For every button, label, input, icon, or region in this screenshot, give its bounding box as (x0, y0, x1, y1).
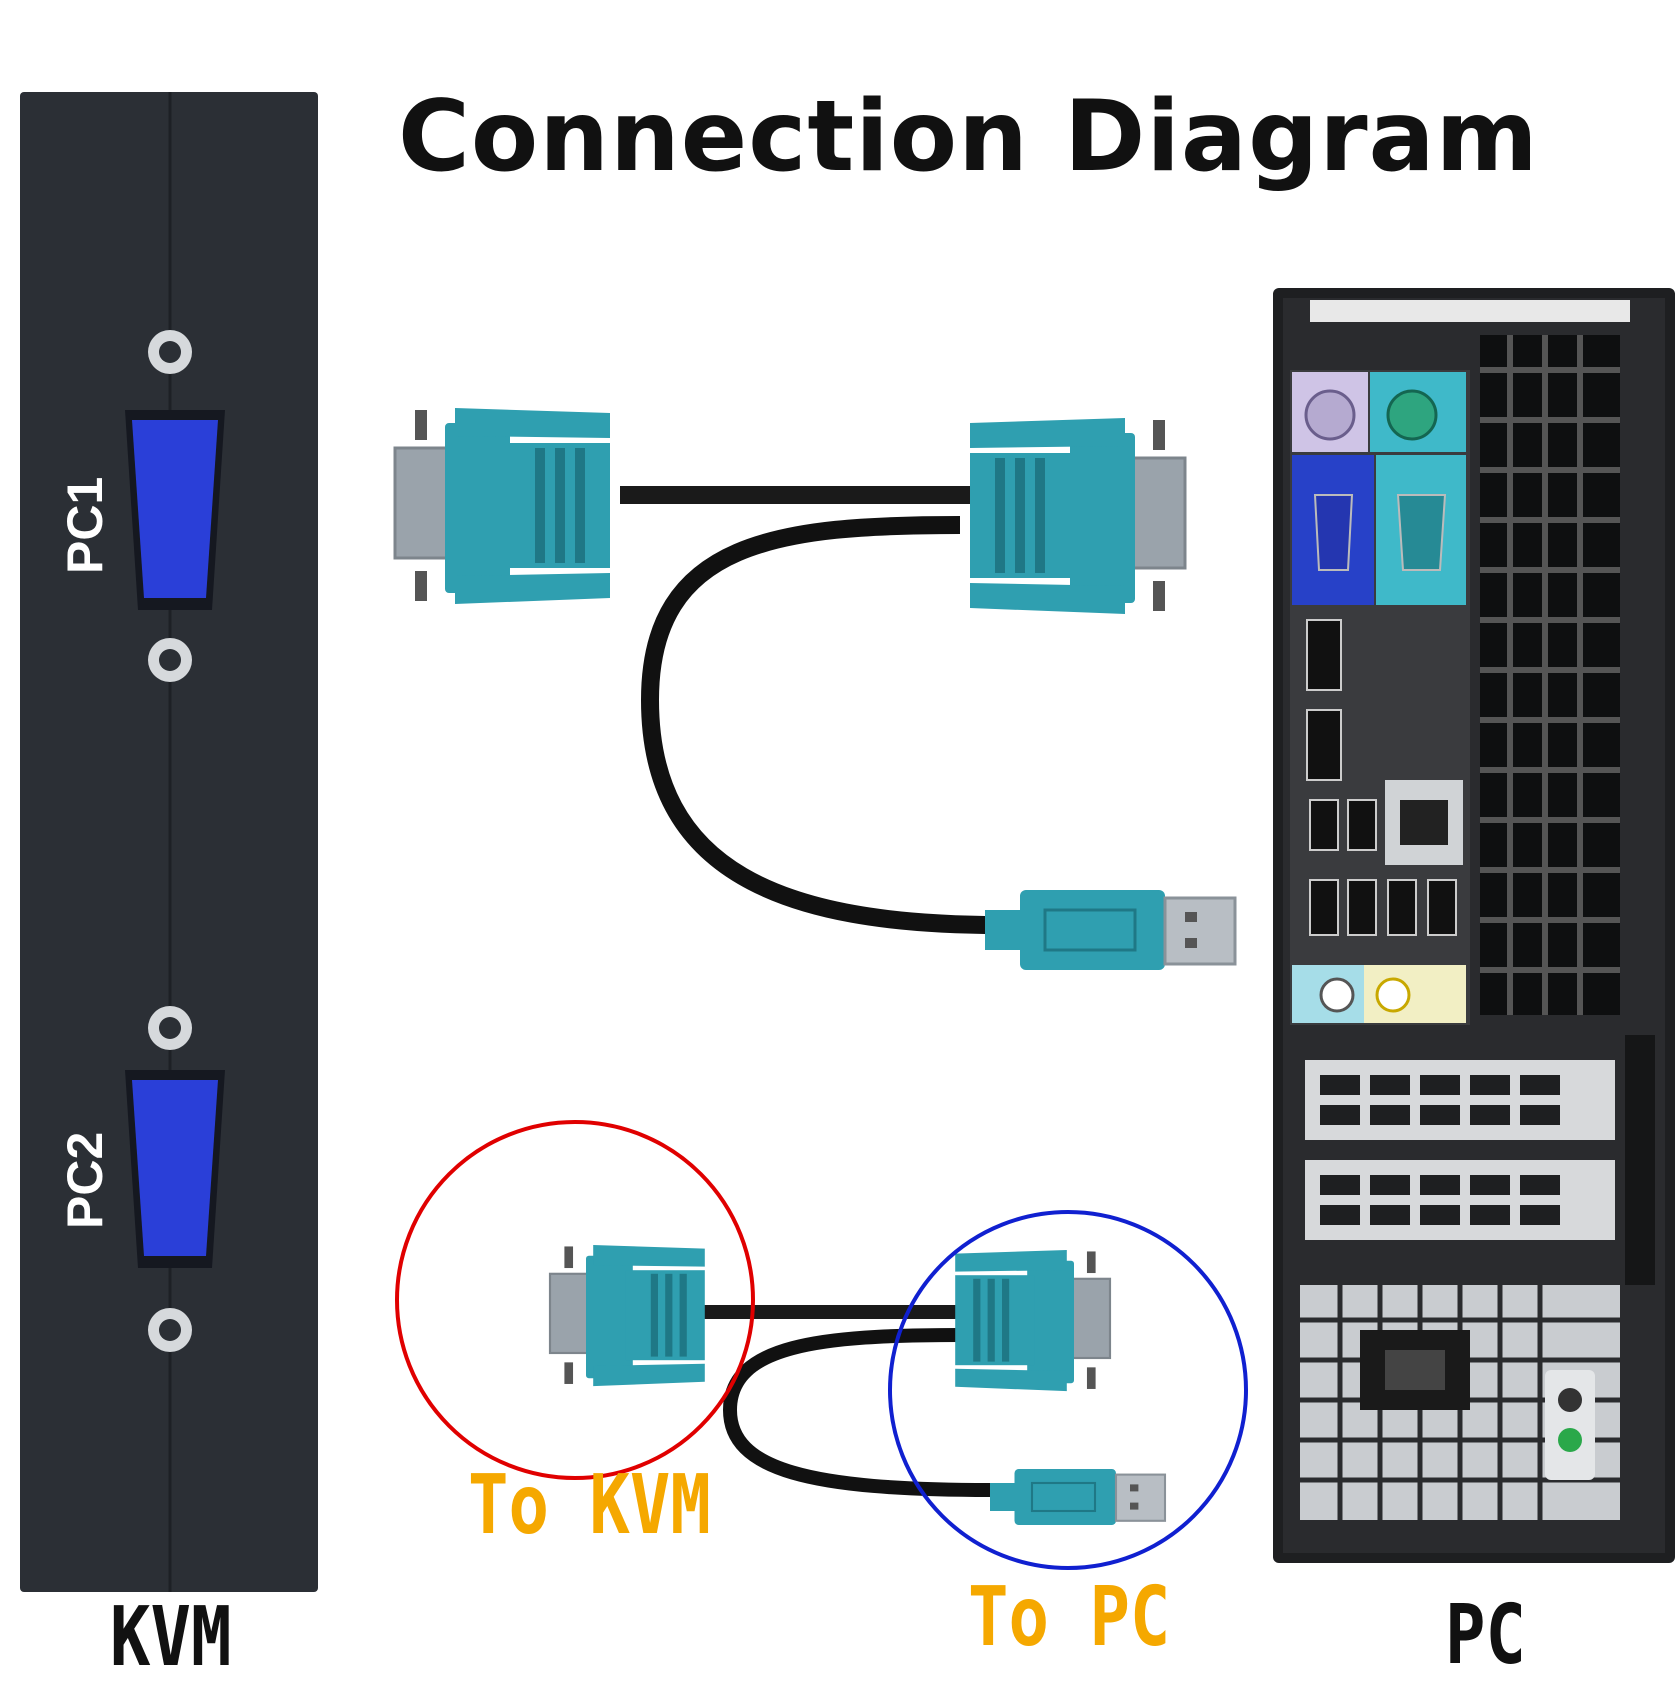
kvm-port-pc2 (125, 1006, 225, 1352)
pc-tower (1273, 288, 1675, 1563)
kvm-device (20, 92, 318, 1592)
port-label-pc2: PC2 (57, 1131, 113, 1229)
kvm-cable-large (393, 406, 1237, 972)
kvm-cable-small (548, 1243, 1167, 1527)
page-title: Connection Diagram (398, 80, 1539, 194)
power-supply (1300, 1285, 1620, 1520)
port-label-pc1: PC1 (57, 476, 113, 574)
to-kvm-label: To KVM (468, 1458, 711, 1553)
expansion-slots (1305, 1035, 1655, 1285)
pc-label: PC (1445, 1588, 1526, 1683)
kvm-port-pc1 (125, 330, 225, 682)
to-pc-label: To PC (968, 1570, 1171, 1665)
pc-end-highlight (888, 1210, 1248, 1570)
kvm-end-highlight (395, 1120, 755, 1480)
vent-grid (1480, 335, 1620, 1015)
kvm-label: KVM (110, 1590, 232, 1685)
io-panel (1290, 370, 1470, 1025)
